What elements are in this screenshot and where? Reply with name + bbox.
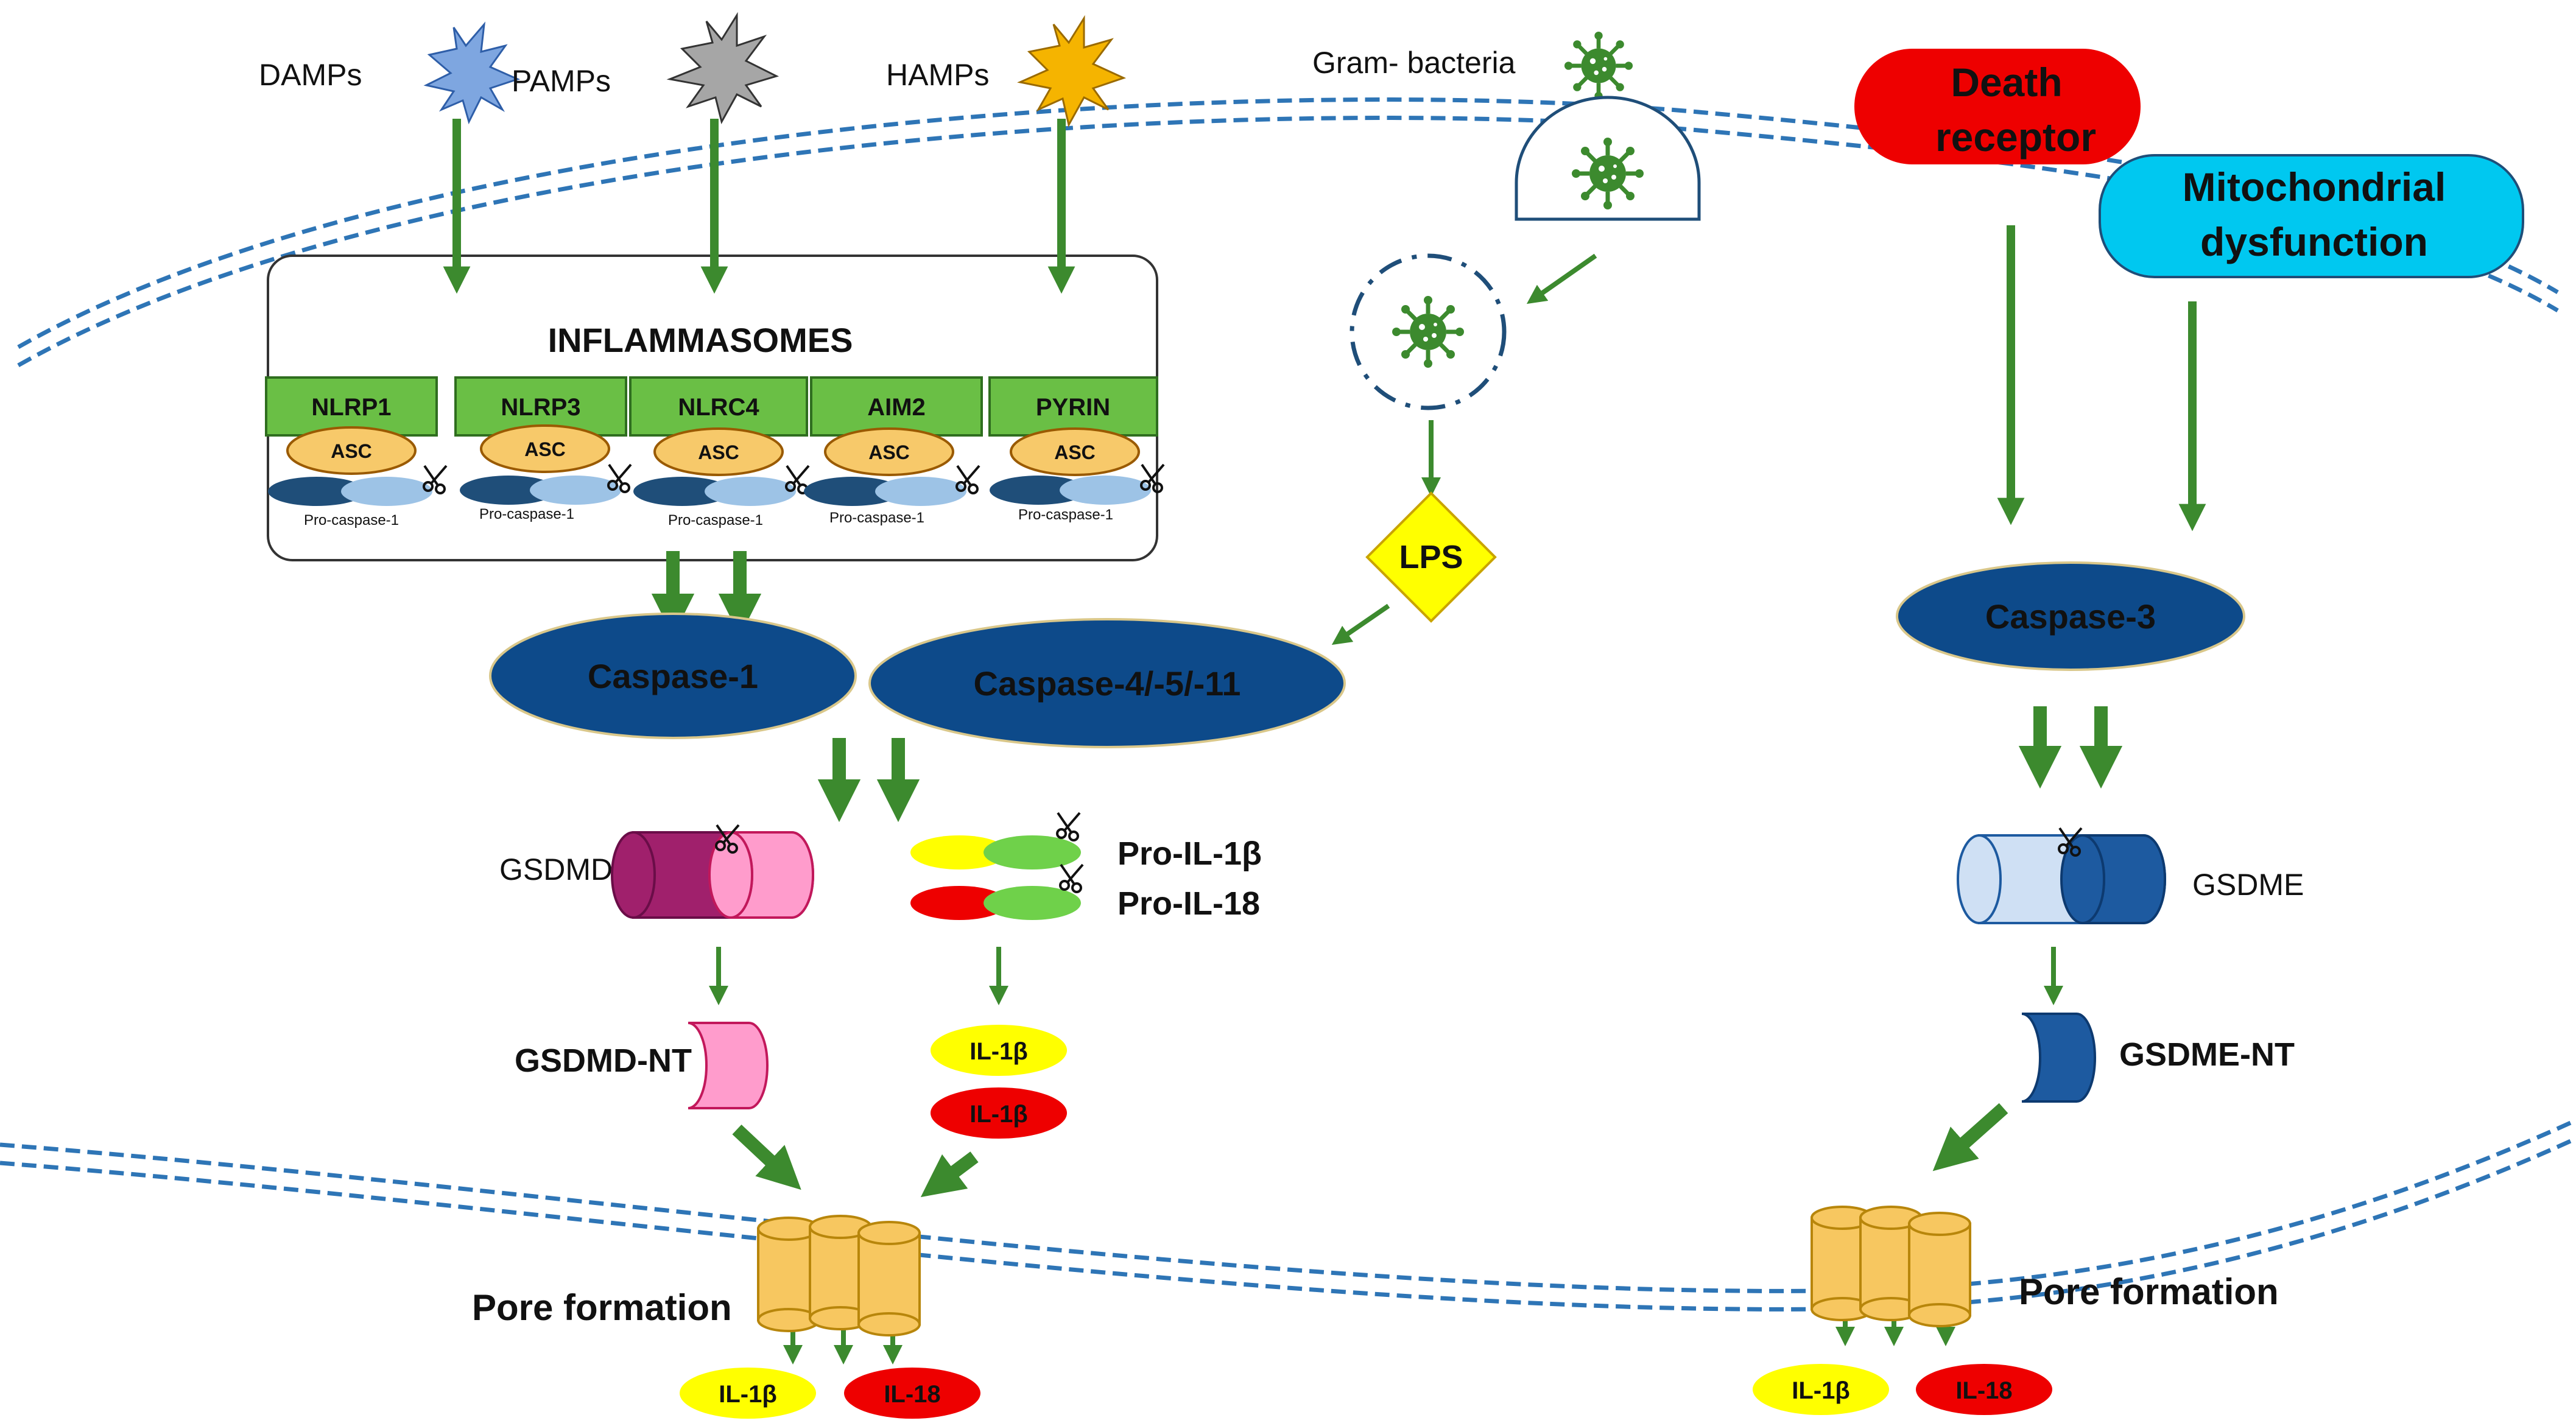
il1b-ellipse-2 xyxy=(931,1087,1067,1139)
inflammasomes-title: INFLAMMASOMES xyxy=(548,321,853,359)
vesicle xyxy=(1350,253,1507,410)
sensor-pyrin: PYRIN ASC Pro-caspase-1 xyxy=(988,376,1165,523)
gsdmd-label: GSDMD xyxy=(499,852,613,887)
gsdmd-nt-fragment xyxy=(688,1022,769,1109)
gsdme-nt-label: GSDME-NT xyxy=(2119,1036,2295,1073)
svg-text:AIM2: AIM2 xyxy=(867,394,926,421)
svg-text:IL-18: IL-18 xyxy=(1955,1377,2012,1404)
pro-il1b-molecule xyxy=(910,812,1081,869)
sensor-aim2: AIM2 ASC Pro-caspase-1 xyxy=(804,376,983,526)
mito-label-line2: dysfunction xyxy=(2200,219,2428,264)
pro-il18-label: Pro-IL-18 xyxy=(1117,885,1260,922)
svg-text:IL-1β: IL-1β xyxy=(970,1101,1028,1128)
il1b-ellipse-1 xyxy=(931,1025,1067,1076)
released-il18-right xyxy=(1916,1364,2052,1415)
svg-text:IL-1β: IL-1β xyxy=(970,1038,1028,1065)
gsdmd-nt-label: GSDMD-NT xyxy=(515,1042,692,1079)
svg-text:Pro-caspase-1: Pro-caspase-1 xyxy=(1018,507,1113,523)
caspase-4-5-11-label: Caspase-4/-5/-11 xyxy=(974,664,1241,703)
gsdme-nt-fragment xyxy=(2021,1013,2096,1103)
lps-label: LPS xyxy=(1399,539,1463,575)
svg-text:ASC: ASC xyxy=(698,441,739,463)
caspase-4-5-11-ellipse xyxy=(868,618,1346,748)
svg-text:Pro-caspase-1: Pro-caspase-1 xyxy=(304,512,399,529)
bacteria-icon xyxy=(1564,32,1633,100)
mitochondrial-dysfunction-box xyxy=(2099,154,2524,278)
svg-text:ASC: ASC xyxy=(331,440,372,462)
pamps-star-icon xyxy=(666,12,779,125)
pore-formation-label-left: Pore formation xyxy=(472,1287,732,1328)
caspase-1-ellipse xyxy=(489,613,857,739)
caspase-1-label: Caspase-1 xyxy=(588,657,758,695)
gsdme-label: GSDME xyxy=(2192,868,2304,902)
hamps-label: HAMPs xyxy=(886,58,989,92)
sensor-nlrp3: NLRP3 ASC Pro-caspase-1 xyxy=(454,376,632,522)
inflammasome-container xyxy=(267,255,1158,561)
released-il18-left xyxy=(844,1368,980,1419)
svg-text:NLRC4: NLRC4 xyxy=(678,394,759,421)
svg-text:ASC: ASC xyxy=(868,441,910,463)
gsdmd-cylinder xyxy=(611,824,814,919)
svg-text:NLRP3: NLRP3 xyxy=(501,394,580,421)
svg-text:IL-18: IL-18 xyxy=(884,1381,940,1408)
svg-text:NLRP1: NLRP1 xyxy=(311,394,391,421)
lps-diamond xyxy=(1365,491,1497,623)
svg-text:ASC: ASC xyxy=(1054,441,1096,463)
gram-bacteria-label: Gram- bacteria xyxy=(1312,46,1516,80)
damps-label: DAMPs xyxy=(259,58,362,92)
lower-cell-membrane xyxy=(0,1118,2576,1312)
death-receptor-label-line1: Death xyxy=(1951,60,2062,105)
hamps-star-icon xyxy=(1017,15,1127,128)
sensor-nlrp1: NLRP1 ASC Pro-caspase-1 xyxy=(265,376,448,529)
svg-text:Pro-caspase-1: Pro-caspase-1 xyxy=(668,512,763,529)
death-receptor-label-line2: receptor xyxy=(1935,114,2096,160)
vesicle-bacteria-icon xyxy=(1392,296,1464,368)
svg-text:IL-1β: IL-1β xyxy=(1792,1377,1850,1404)
damps-star-icon xyxy=(423,21,521,125)
svg-text:Pro-caspase-1: Pro-caspase-1 xyxy=(829,510,924,526)
pathway-arrows xyxy=(443,119,2206,1365)
pro-il1b-label: Pro-IL-1β xyxy=(1117,835,1262,872)
released-il1b-left xyxy=(680,1368,816,1419)
sensor-nlrc4: NLRC4 ASC Pro-caspase-1 xyxy=(629,376,810,529)
svg-text:Pro-caspase-1: Pro-caspase-1 xyxy=(479,506,574,522)
svg-text:ASC: ASC xyxy=(524,438,566,460)
svg-text:PYRIN: PYRIN xyxy=(1036,394,1110,421)
gsdme-cylinder xyxy=(1957,827,2166,924)
death-receptor-box xyxy=(1854,49,2141,164)
pore-formation-label-right: Pore formation xyxy=(2019,1271,2279,1312)
released-il1b-right xyxy=(1753,1364,1889,1415)
pro-il18-molecule xyxy=(910,863,1084,920)
inflammasome-sensors: NLRP1 ASC Pro-caspase-1 NLRP3 ASC Pro-ca… xyxy=(265,376,1165,529)
pamps-label: PAMPs xyxy=(512,64,611,98)
internalized-bacteria-icon xyxy=(1572,138,1644,209)
mito-label-line1: Mitochondrial xyxy=(2183,164,2446,209)
svg-text:IL-1β: IL-1β xyxy=(719,1381,777,1408)
caspase-3-ellipse xyxy=(1896,561,2245,671)
pore-right xyxy=(1811,1206,1971,1327)
caspase-3-label: Caspase-3 xyxy=(1985,597,2156,636)
pore-left xyxy=(757,1215,921,1336)
